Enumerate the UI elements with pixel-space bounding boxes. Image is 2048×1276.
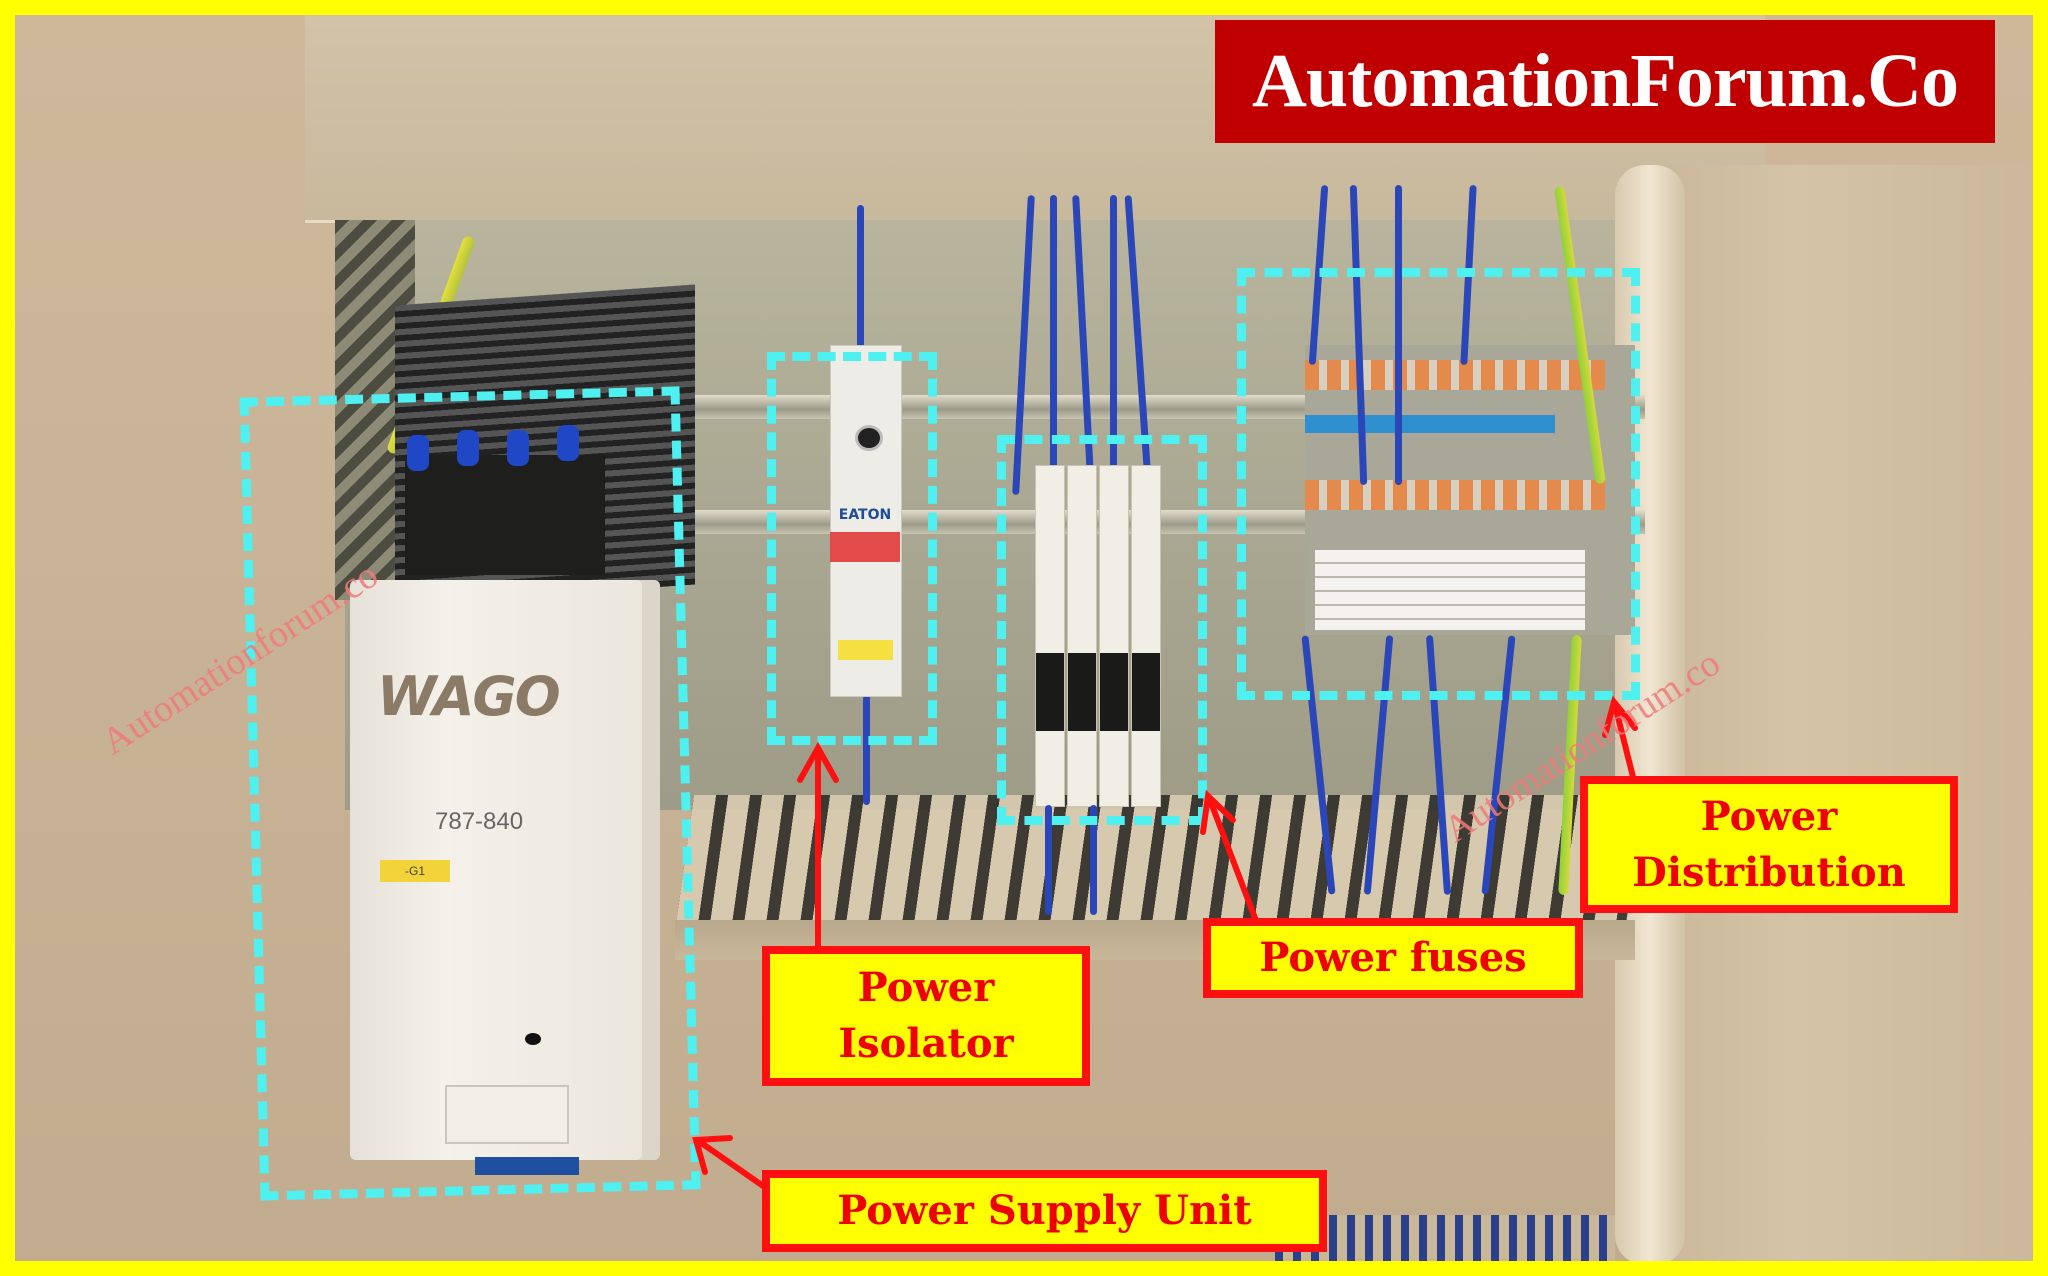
wire-ferrule: [557, 425, 579, 461]
distribution-wire: [1395, 185, 1402, 485]
callout-line: Power fuses: [1259, 934, 1527, 981]
isolator-input-wire: [857, 205, 864, 355]
wire-ferrule: [507, 430, 529, 466]
psu-cover-flap: [445, 1085, 569, 1144]
terminal-row-lower: [1305, 480, 1605, 510]
power-isolator-breaker: [830, 345, 902, 697]
wire-ferrule: [457, 430, 479, 466]
callout-power-isolator: Power Isolator: [762, 946, 1090, 1086]
fuse-output-wire: [1090, 805, 1097, 915]
callout-line: Power: [857, 964, 995, 1011]
terminal-markers: [1315, 550, 1585, 630]
psu-status-led: [525, 1033, 541, 1045]
psu-device-tag: -G1: [380, 860, 450, 882]
isolator-brand-label: EATON: [838, 507, 892, 523]
isolator-screw: [855, 425, 883, 451]
callout-line: Distribution: [1632, 848, 1906, 896]
callout-line: Power: [1700, 792, 1838, 840]
bottom-terminal-strip: [1275, 1215, 1615, 1261]
isolator-toggle: [830, 532, 900, 562]
highlight-power-fuses: [997, 435, 1207, 825]
neutral-bridge: [1305, 415, 1555, 433]
fuse-holder: [1067, 465, 1097, 807]
fuse-holder: [1131, 465, 1161, 807]
fuse-holder: [1099, 465, 1129, 807]
psu-output-connector: [475, 1157, 579, 1175]
fuse-holder: [1035, 465, 1065, 807]
callout-power-distribution: Power Distribution: [1580, 776, 1958, 913]
brand-text: AutomationForum.Co: [1251, 39, 1959, 123]
callout-line: Isolator: [838, 1020, 1014, 1067]
callout-power-supply-unit: Power Supply Unit: [762, 1170, 1327, 1252]
highlight-power-distribution: [1237, 268, 1640, 700]
highlight-power-supply-unit: [239, 386, 701, 1201]
callout-line: Power Supply Unit: [837, 1187, 1252, 1234]
cabinet-side-wall: [1635, 165, 2033, 1261]
psu-model-number: 787-840: [435, 808, 524, 835]
callout-power-fuses: Power fuses: [1203, 918, 1583, 998]
fuse-wire: [1110, 195, 1117, 495]
brand-banner: AutomationForum.Co: [1215, 20, 1995, 143]
highlight-power-isolator: [767, 352, 937, 745]
wire-ferrule: [407, 435, 429, 471]
isolator-output-wire: [863, 695, 870, 805]
terminal-row-upper: [1305, 360, 1605, 390]
psu-terminal-block: [405, 455, 605, 575]
fuse-wire: [1050, 195, 1057, 495]
fuse-output-wire: [1045, 805, 1052, 915]
psu-brand-logo: WAGO: [377, 665, 561, 728]
isolator-tag: [838, 640, 893, 660]
